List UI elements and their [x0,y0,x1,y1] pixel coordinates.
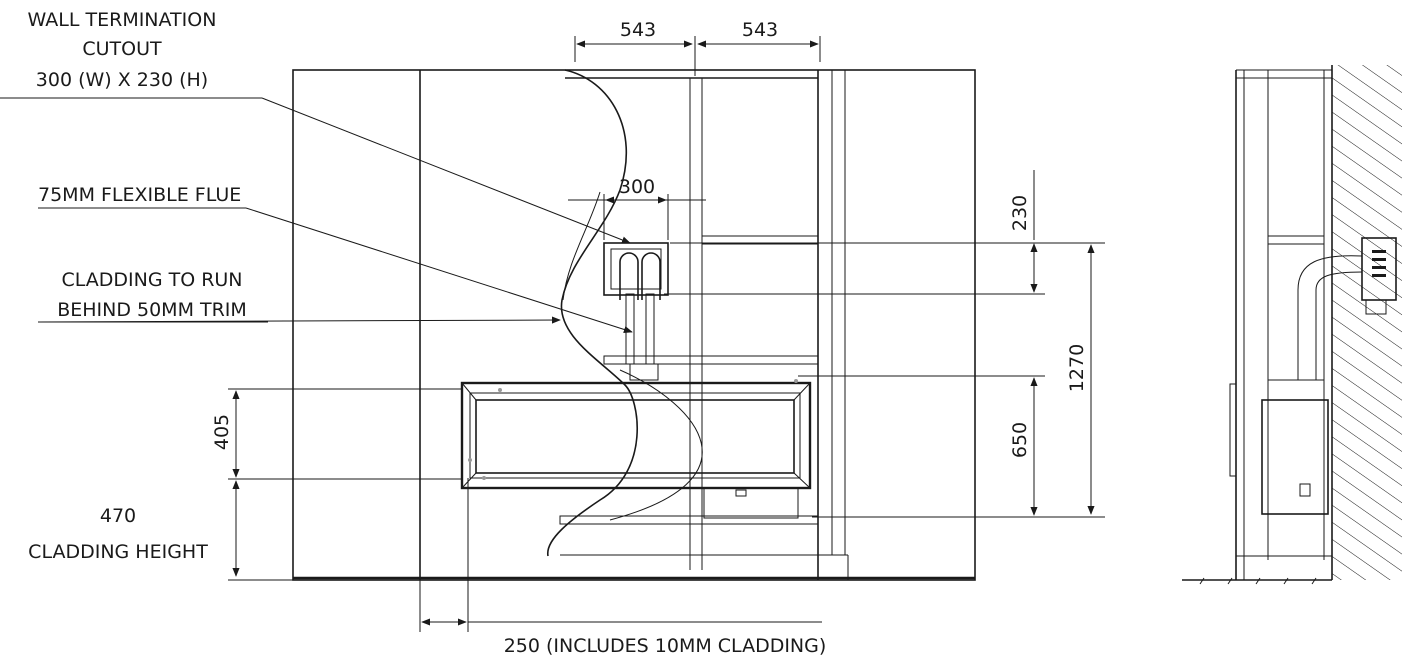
side-elevation [1182,65,1402,585]
wall-termination-line1: WALL TERMINATION [28,9,217,31]
dimension-lines [228,36,1105,632]
dim-cutout-height: 230 [1009,195,1031,231]
noggin-middle [603,355,819,365]
wall-hatching [1332,65,1402,580]
leader-lines [0,97,633,333]
cladding-run-line1: CLADDING TO RUN [61,269,242,291]
side-firebox [1261,399,1329,515]
cladding-height-value: 470 [100,505,136,527]
dim-stud-left: 543 [620,19,656,41]
wall-termination [603,242,669,381]
wall-outline [292,69,976,581]
dim-lower-height: 650 [1009,422,1031,458]
control-box [703,487,799,519]
flue-loop-right [641,252,661,300]
cutaway-boundary [547,69,638,557]
cladding-run-line2: BEHIND 50MM TRIM [57,299,247,321]
side-flue [1297,255,1363,380]
wall-termination-line2: CUTOUT [82,38,162,60]
dim-stud-right: 543 [742,19,778,41]
wall-termination-line3: 300 (W) X 230 (H) [36,69,208,91]
offset-label: 250 (INCLUDES 10MM CLADDING) [504,635,827,657]
noggin-lower [559,515,819,525]
flexible-flue-label: 75MM FLEXIBLE FLUE [38,184,241,206]
front-elevation [292,69,976,581]
dim-firebox-height: 405 [211,414,233,450]
flue-pipe-right [645,293,655,365]
dim-cutout-width: 300 [619,176,655,198]
framing-cutaway [547,69,849,580]
cladding-height-label: CLADDING HEIGHT [28,541,208,563]
flue-pipe-left [625,293,635,365]
firebox-glass [475,399,795,474]
flue-loop-left [619,252,639,300]
firebox-frame [460,381,812,490]
firebox [460,379,812,519]
dim-total-height: 1270 [1066,344,1088,392]
annotation-labels: WALL TERMINATION CUTOUT 300 (W) X 230 (H… [28,9,1088,657]
noggin-upper [701,235,819,245]
